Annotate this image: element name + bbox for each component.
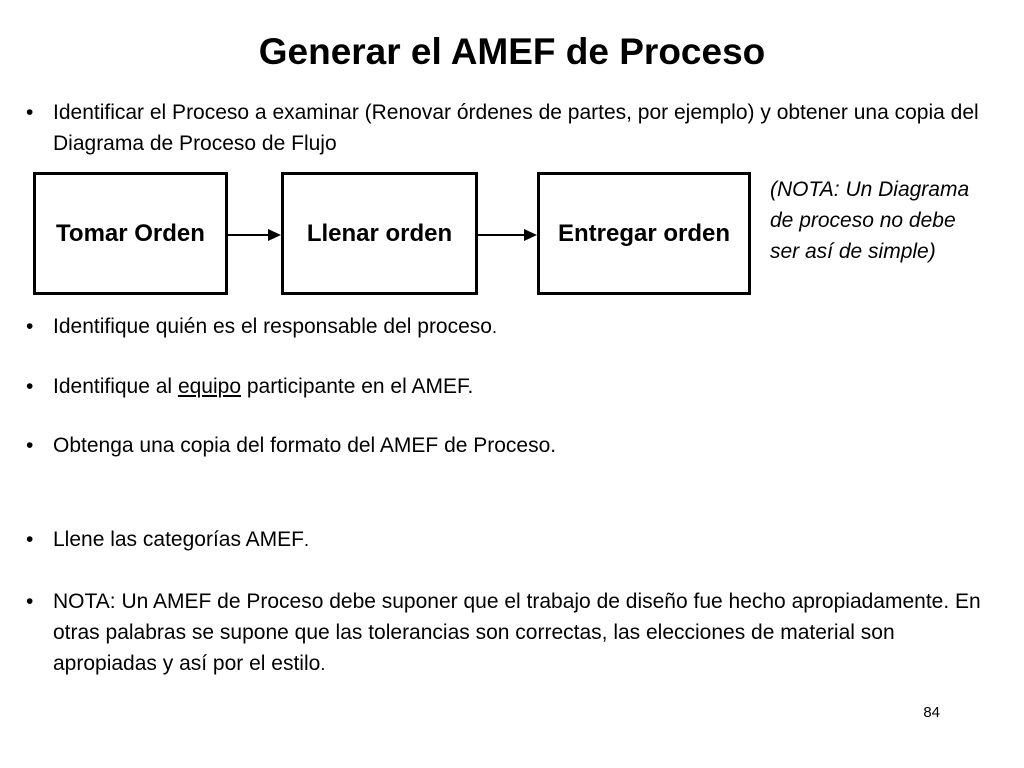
bullet-item-note: • NOTA: Un AMEF de Proceso debe suponer …: [26, 586, 986, 680]
slide-title: Generar el AMEF de Proceso: [258, 31, 766, 72]
bullet-text-end: .: [491, 317, 497, 337]
flow-step-tomar-orden: Tomar Orden: [33, 172, 228, 295]
bullet-text: Identifique quién es el responsable del …: [53, 311, 986, 343]
bullet-dot-icon: •: [26, 375, 34, 398]
bullet-item-process: • Identificar el Proceso a examinar (Ren…: [26, 97, 986, 159]
bullet-text-a: NOTA: [53, 590, 110, 613]
bullet-text-main: Llene las categorías AMEF: [53, 528, 304, 551]
bullet-dot-icon: •: [26, 315, 34, 338]
bullet-text-end: .: [303, 530, 309, 550]
bullet-item-categories: • Llene las categorías AMEF.: [26, 524, 986, 556]
bullet-dot-icon: •: [26, 434, 34, 457]
bullet-item-responsible: • Identifique quién es el responsable de…: [26, 311, 986, 343]
bullet-text: Llene las categorías AMEF.: [53, 524, 986, 556]
bullet-text: Identificar el Proceso a examinar (Renov…: [53, 101, 979, 155]
bullet-dot-icon: •: [26, 590, 34, 613]
flow-step-label: Tomar Orden: [56, 219, 205, 247]
bullet-text-b: : Un AMEF de Proceso debe suponer que el…: [109, 590, 944, 613]
bullet-dot-icon: •: [26, 101, 34, 124]
bullet-text-c: . En otras palabras se supone que las to…: [53, 590, 981, 675]
diagram-note: (NOTA: Un Diagrama de proceso no debe se…: [770, 178, 970, 263]
flow-step-llenar-orden: Llenar orden: [281, 172, 478, 295]
flow-step-label: Llenar orden: [306, 219, 453, 247]
bullet-text-post: participante en el AMEF.: [241, 375, 474, 398]
bullet-item-team: • Identifique al equipo participante en …: [26, 371, 986, 402]
page-number: 84: [923, 704, 940, 721]
flow-step-label: Entregar orden: [557, 219, 731, 247]
bullet-text-d: .: [320, 654, 326, 674]
bullet-dot-icon: •: [26, 528, 34, 551]
arrow-right-icon: [478, 229, 537, 241]
equipo-underlined-text: equipo: [177, 375, 241, 398]
bullet-text: Identifique al equipo participante en el…: [53, 371, 986, 402]
bullet-text: NOTA: Un AMEF de Proceso debe suponer qu…: [53, 586, 986, 680]
bullet-text: Obtenga una copia del formato del AMEF d…: [53, 434, 557, 457]
bullet-item-format: • Obtenga una copia del formato del AMEF…: [26, 430, 986, 461]
flow-step-entregar-orden: Entregar orden: [537, 172, 751, 295]
bullet-text-main: Identifique quién es el responsable del …: [53, 315, 492, 338]
arrow-right-icon: [228, 229, 281, 241]
bullet-text-pre: Identifique al: [53, 375, 178, 398]
